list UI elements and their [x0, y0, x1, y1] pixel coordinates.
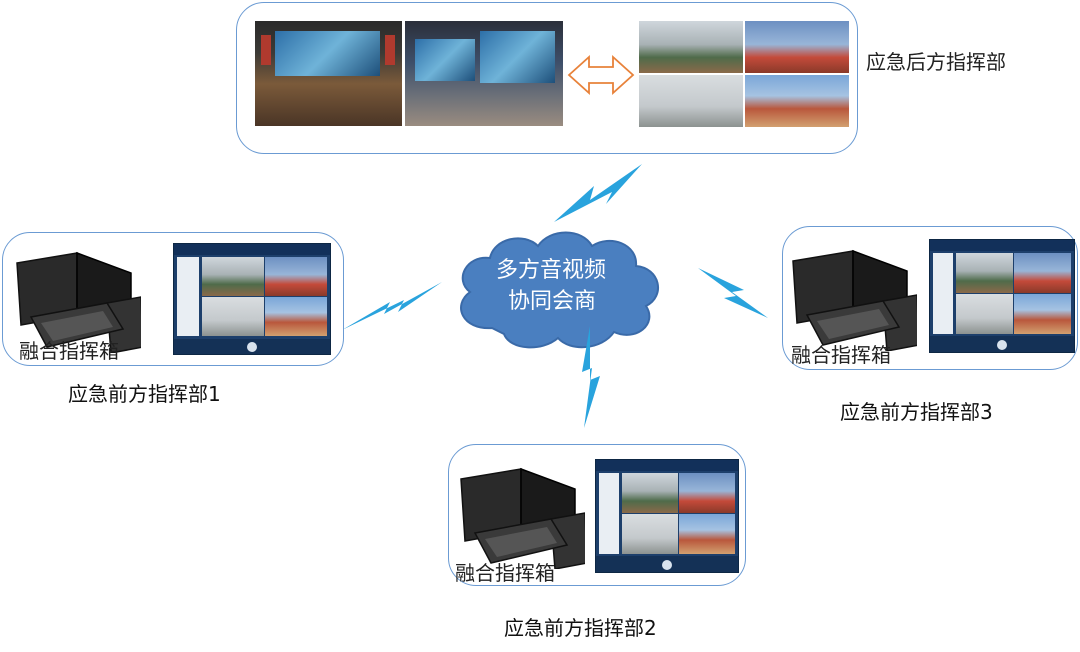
cloud-icon: [460, 231, 659, 349]
front-command-1-panel: 融合指挥箱: [2, 232, 344, 366]
lightning-bolt-top: [554, 164, 642, 222]
front-3-device-label: 融合指挥箱: [791, 343, 891, 367]
front-command-3-panel: 融合指挥箱: [782, 226, 1078, 370]
fusion-command-box-device: [792, 249, 917, 351]
rear-command-label: 应急后方指挥部: [866, 50, 1006, 74]
command-center-photo-2: [405, 21, 563, 126]
fusion-command-box-device: [16, 251, 141, 353]
front-command-2-panel: 融合指挥箱: [448, 444, 746, 586]
rear-video-grid: [639, 21, 849, 127]
front-2-device-label: 融合指挥箱: [455, 561, 555, 585]
hub-label-line1: 多方音视频: [496, 258, 607, 283]
front-1-caption: 应急前方指挥部1: [68, 382, 221, 406]
front-3-software-screen: [929, 239, 1075, 353]
lightning-bolt-right: [698, 268, 768, 318]
front-1-software-screen: [173, 243, 331, 355]
front-2-software-screen: [595, 459, 739, 573]
front-2-caption: 应急前方指挥部2: [504, 616, 657, 640]
lightning-bolt-left: [342, 282, 442, 330]
hub-label-line2: 协同会商: [508, 289, 597, 314]
lightning-bolt-bottom: [582, 326, 600, 428]
rear-command-panel: [236, 2, 858, 154]
bidirectional-arrow-icon: [567, 54, 635, 96]
fusion-command-box-device: [460, 467, 585, 569]
front-3-caption: 应急前方指挥部3: [840, 400, 993, 424]
command-center-photo-1: [255, 21, 402, 126]
front-1-device-label: 融合指挥箱: [19, 339, 119, 363]
